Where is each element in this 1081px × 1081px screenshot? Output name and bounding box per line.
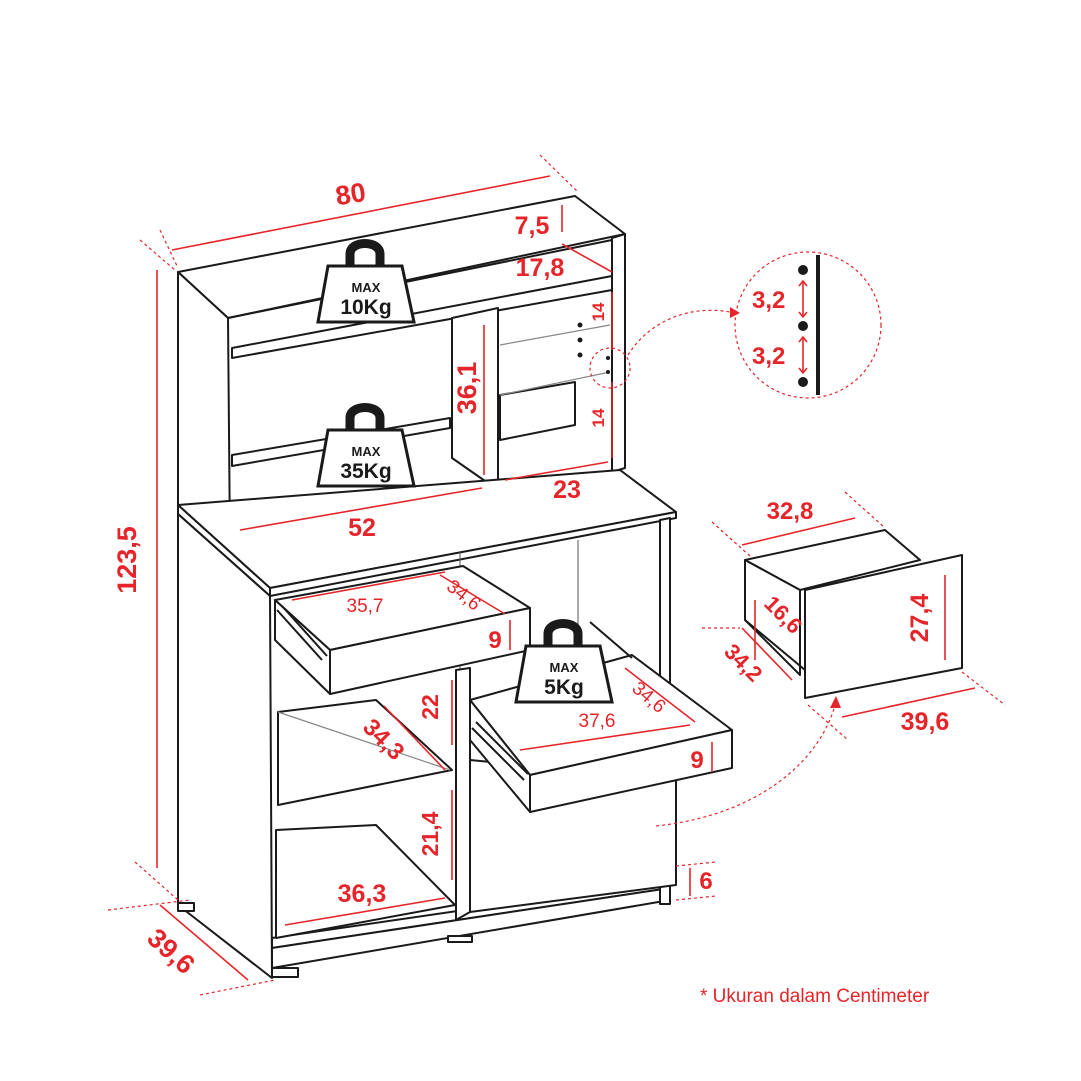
right-compartment-box <box>499 381 576 441</box>
dim-total-height: 123,5 <box>112 526 142 594</box>
right-drawer-front <box>529 729 733 813</box>
foot-left-back <box>177 902 195 912</box>
detail-hole-2 <box>798 321 808 331</box>
hole-spacing-1-label: 3,2 <box>752 287 785 314</box>
dim-right-drawer-width: 37,6 <box>579 711 616 732</box>
dim-compartment-width: 23 <box>553 476 581 504</box>
weight-handle <box>543 619 583 648</box>
weight-body <box>316 264 416 324</box>
dim-drawer-front-width: 39,6 <box>901 708 950 736</box>
weight-icon-10kg: MAX 10Kg <box>316 239 416 324</box>
detail-callout-curve <box>627 309 731 356</box>
weight-value-label: 5Kg <box>544 676 584 699</box>
dim-drawer-inner-width: 32,8 <box>767 498 814 525</box>
left-drawer-runner <box>276 605 328 661</box>
dim-lower-width: 36,3 <box>338 880 387 908</box>
dim-right-gap-2: 14 <box>589 408 608 427</box>
right-drawer-runner <box>471 621 633 781</box>
dim-top-shelf-depth: 17,8 <box>516 254 565 282</box>
dim-top-gap: 7,5 <box>515 212 550 240</box>
unit-note: * Ukuran dalam Centimeter <box>700 986 930 1007</box>
weight-icon-35kg: MAX 35Kg <box>316 403 416 488</box>
detail-hole-3 <box>798 377 808 387</box>
dimension-lines <box>107 154 1006 996</box>
dim-lower-gap-top: 22 <box>417 694 443 720</box>
foot-left-front <box>271 967 299 978</box>
hole-spacing-2-label: 3,2 <box>752 343 785 370</box>
drawer-callout-arrow <box>830 696 841 708</box>
shelf-pin-holes <box>577 322 610 374</box>
glass-shelf-upper <box>499 324 611 346</box>
dim-right-drawer-height: 9 <box>690 747 703 774</box>
detail-drawer-front <box>804 554 963 699</box>
dim-hutch-height: 36,1 <box>452 362 482 415</box>
dim-lower-gap-bottom: 21,4 <box>417 811 443 856</box>
detail-drawer-side <box>744 559 801 676</box>
weight-max-label: MAX <box>352 444 381 459</box>
weight-handle <box>345 239 385 268</box>
dim-right-gap-1: 14 <box>589 302 608 321</box>
dim-drawer-front-height: 27,4 <box>906 594 934 643</box>
weight-icon-5kg: MAX 5Kg <box>514 619 614 704</box>
cabinet-drawing <box>177 195 733 979</box>
weight-value-label: 35Kg <box>340 460 391 483</box>
drawer-callout-curve <box>655 704 836 827</box>
weight-body <box>316 428 416 488</box>
detail-circle <box>734 251 882 399</box>
lower-glass-edge <box>277 711 451 771</box>
dim-total-width: 80 <box>333 177 367 211</box>
weight-max-label: MAX <box>352 280 381 295</box>
lower-divider <box>455 667 471 921</box>
detail-callout-arrow <box>730 307 740 318</box>
hutch-back-top <box>227 239 613 319</box>
dim-left-drawer-height: 9 <box>488 627 501 654</box>
hutch-right-side <box>611 233 626 473</box>
dim-hutch-width: 52 <box>348 514 376 542</box>
detail-hole-1 <box>798 265 808 275</box>
shelf-pin-detail: 3,2 3,2 <box>589 251 882 399</box>
weight-max-label: MAX <box>550 660 579 675</box>
weight-handle <box>345 403 385 432</box>
countertop-edge-front <box>269 511 677 597</box>
drawer-detail-drawing <box>744 529 963 699</box>
weight-value-label: 10Kg <box>340 296 391 319</box>
dim-left-drawer-width: 35,7 <box>347 596 384 617</box>
dim-plinth-height: 6 <box>699 868 712 895</box>
upper-shelf <box>231 275 613 359</box>
weight-body <box>514 644 614 704</box>
foot-right <box>659 885 671 905</box>
foot-center <box>447 935 473 943</box>
detail-source-circle <box>589 347 631 389</box>
